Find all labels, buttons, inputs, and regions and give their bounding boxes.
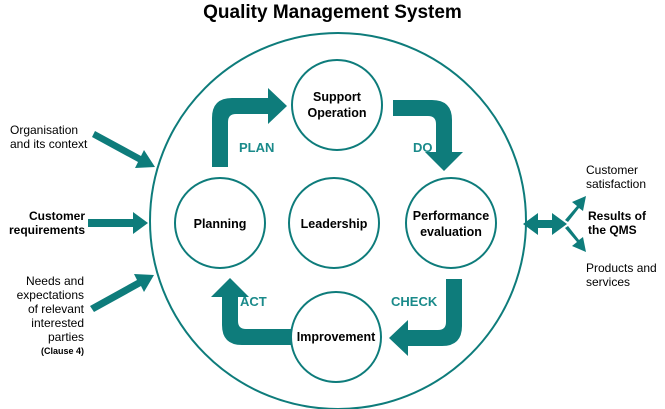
input-organisation-text: Organisation and its context: [10, 123, 88, 151]
do-arrow-shape: [393, 100, 463, 171]
output-double-arrow: [523, 213, 567, 235]
clause-reference: (Clause 4): [40, 346, 84, 356]
support-label-2: Operation: [307, 106, 366, 120]
plan-arrow-shape: [212, 88, 287, 167]
planning-label: Planning: [194, 217, 247, 231]
leadership-node: [288, 177, 380, 269]
planning-node: [174, 177, 266, 269]
improvement-node: [290, 291, 382, 383]
check-label: CHECK: [391, 294, 438, 309]
support-label-1: Support: [313, 90, 362, 104]
qms-outer-circle: [149, 32, 527, 409]
output-results-text: Results of the QMS: [588, 209, 647, 237]
input-arrow-needs: [90, 274, 154, 312]
support-operation-node: [291, 59, 383, 151]
input-customer-requirements-text: Customer requirements: [8, 209, 85, 237]
input-needs-text: Needs and expectations of relevant inter…: [8, 274, 84, 358]
output-arrow-up: [565, 196, 586, 222]
leadership-label: Leadership: [301, 217, 368, 231]
performance-evaluation-node: [405, 177, 497, 269]
do-label: DO: [413, 140, 433, 155]
plan-label: PLAN: [239, 140, 274, 155]
diagram-title: Quality Management System: [203, 2, 462, 23]
performance-label-1: Performance: [413, 209, 489, 223]
improvement-label: Improvement: [297, 330, 376, 344]
act-arrow-shape: [211, 278, 292, 345]
input-arrow-organisation: [92, 131, 155, 168]
input-arrow-customer: [88, 212, 148, 234]
output-customer-satisfaction-text: Customer satisfaction: [586, 163, 647, 191]
output-products-services-text: Products and services: [586, 261, 657, 289]
performance-label-2: evaluation: [420, 225, 482, 239]
input-needs-label: Needs and expectations of relevant inter…: [16, 274, 84, 344]
check-arrow-shape: [389, 279, 462, 356]
act-label: ACT: [240, 294, 267, 309]
output-arrow-down: [565, 226, 586, 252]
